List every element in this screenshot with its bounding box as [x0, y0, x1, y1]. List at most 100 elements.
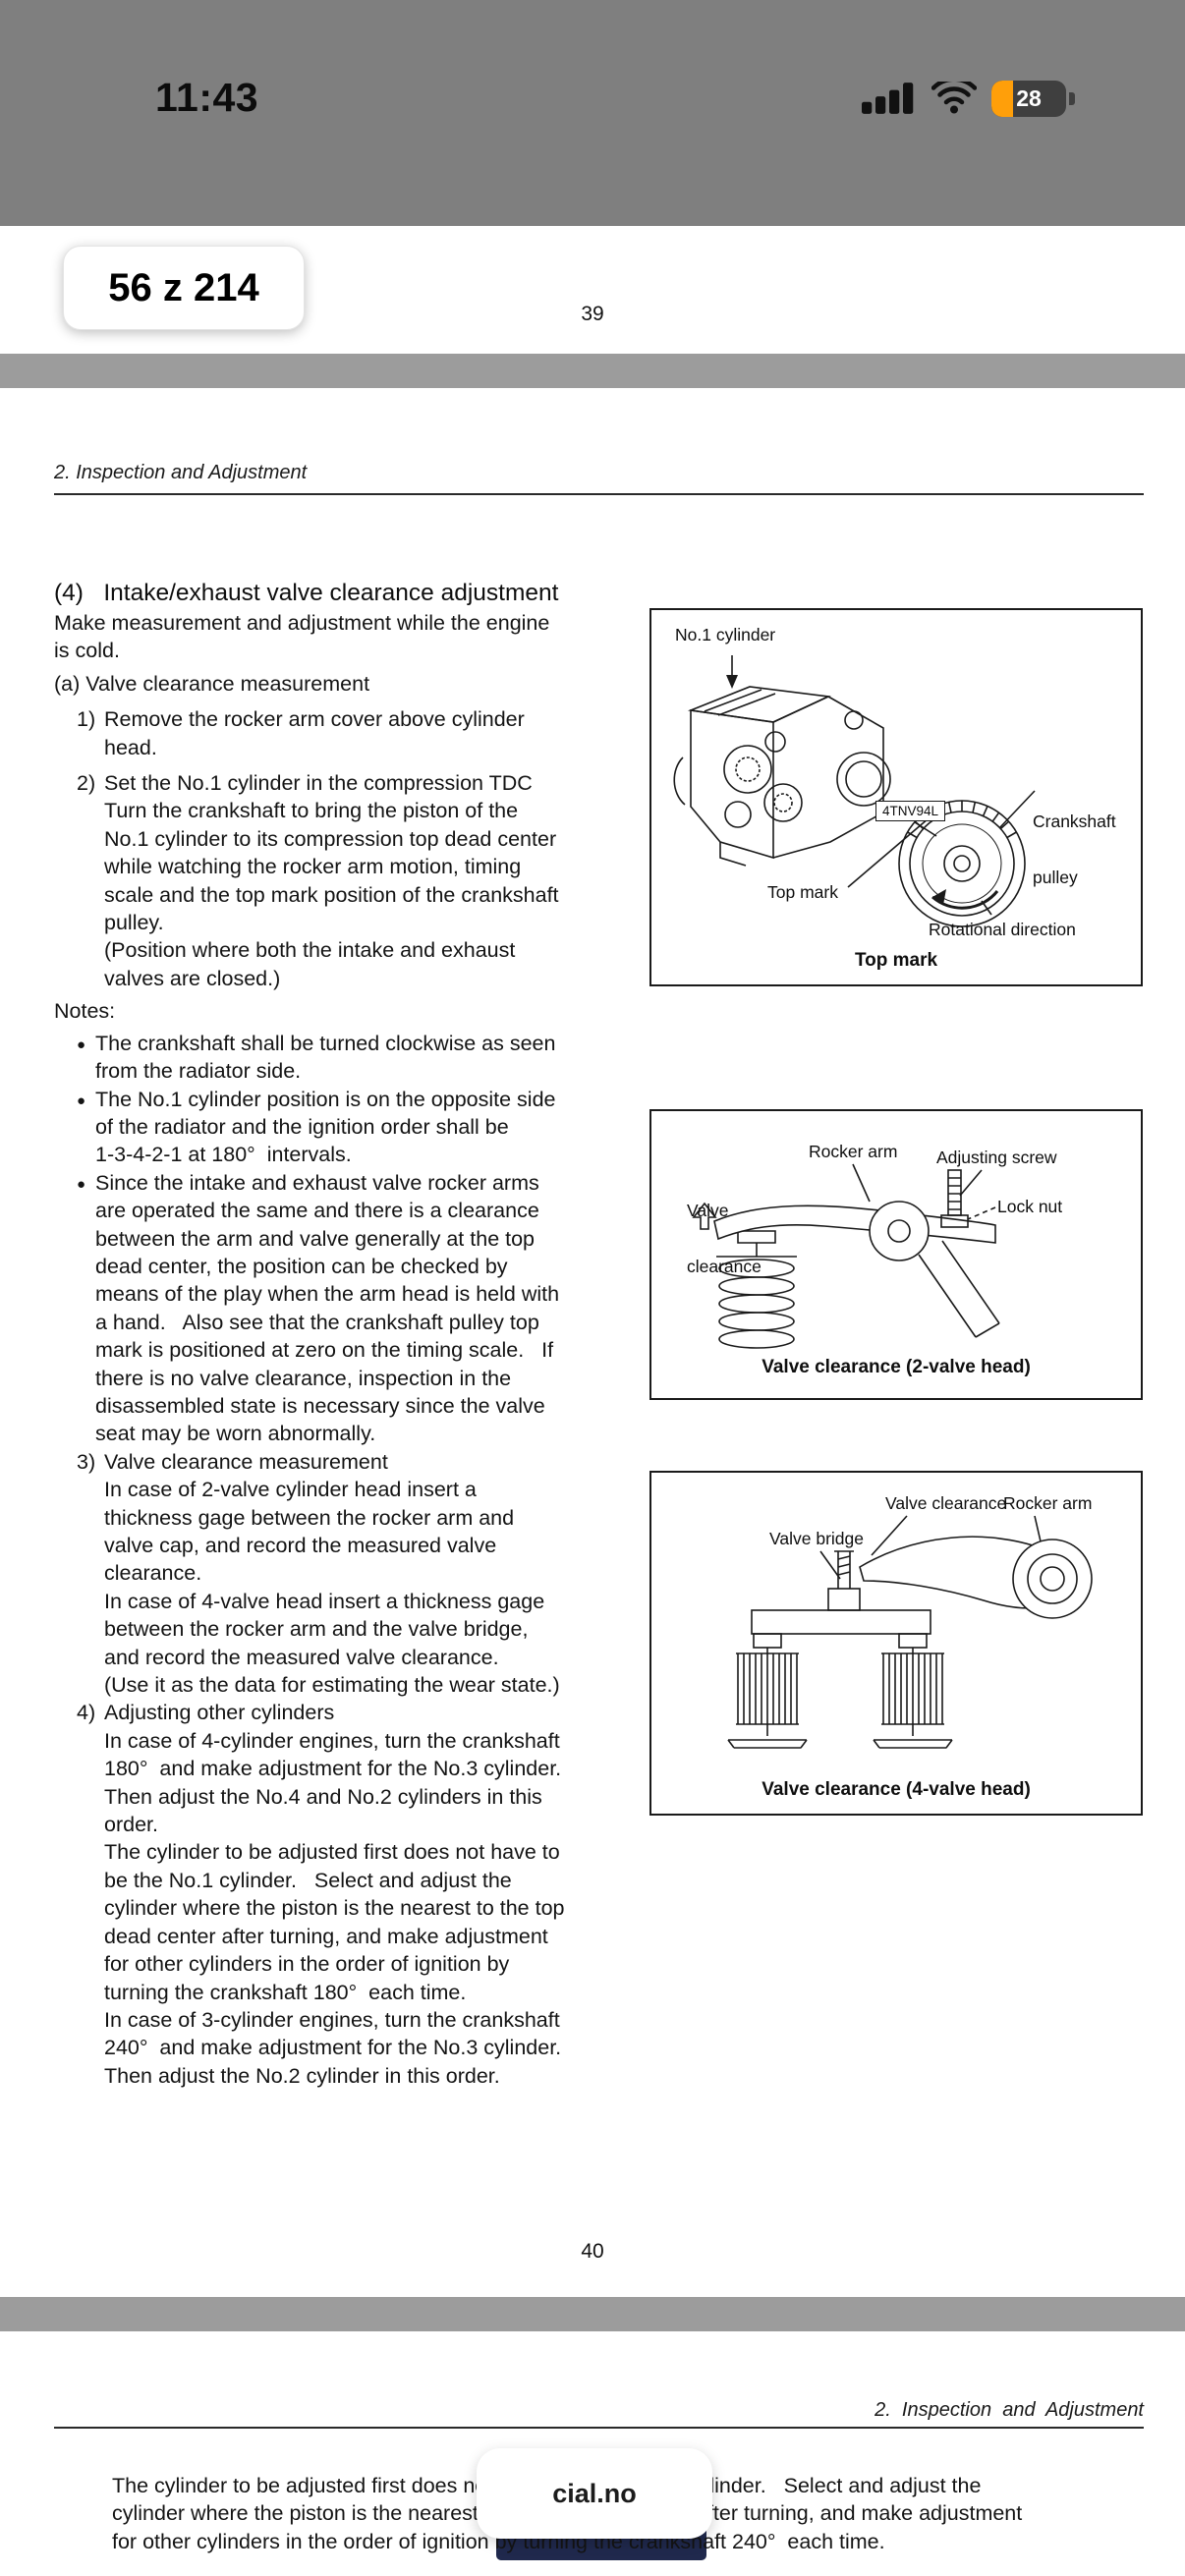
step-line: head.	[104, 735, 157, 759]
step-line: cylinder where the piston is the nearest…	[104, 1896, 565, 1921]
step-line: The cylinder to be adjusted first does n…	[104, 1840, 560, 1865]
step-line: Valve clearance measurement	[104, 1449, 388, 1474]
header-rule-next	[54, 2427, 1144, 2429]
note-line: from the radiator side.	[95, 1059, 302, 1084]
step-2-lines: Set the No.1 cylinder in the compression…	[104, 769, 565, 992]
page-indicator-chip[interactable]: 56 z 214	[63, 246, 305, 330]
page-number-39: 39	[581, 303, 604, 325]
step-line: for other cylinders in the order of igni…	[104, 1952, 510, 1977]
valve-clearance-4v-illustration	[727, 1515, 1093, 1749]
page-indicator-label: 56 z 214	[108, 265, 259, 309]
label-rotational-direction: Rotational direction	[929, 920, 1076, 939]
header-rule	[54, 493, 1144, 495]
note-line: 1-3-4-2-1 at 180° intervals.	[95, 1143, 352, 1167]
note-line: there is no valve clearance, inspection …	[95, 1366, 512, 1390]
label-valve-clearance: Valve clearance	[687, 1164, 762, 1314]
step-line: (Use it as the data for estimating the w…	[104, 1673, 560, 1698]
step-1-number: 1)	[77, 707, 96, 732]
step-line: scale and the top mark position of the c…	[104, 882, 559, 907]
battery-percent: 28	[1016, 84, 1042, 111]
notes-label: Notes:	[54, 999, 116, 1024]
step-line: In case of 4-valve head insert a thickne…	[104, 1589, 545, 1613]
step-line: while watching the rocker arm motion, ti…	[104, 855, 522, 879]
bullet-icon: ●	[77, 1092, 86, 1109]
note-1: ● The crankshaft shall be turned clockwi…	[77, 1030, 565, 1086]
note-line: of the radiator and the ignition order s…	[95, 1114, 509, 1139]
label-crankshaft-pulley: Crankshaft pulley	[1033, 775, 1116, 924]
figure-top-mark: No.1 cylinder 4TNV94L Crankshaft pulley …	[649, 608, 1143, 986]
step-line: turning the crankshaft 180° each time.	[104, 1980, 467, 2004]
step-line: Then adjust the No.2 cylinder in this or…	[104, 2063, 500, 2088]
step-4-number: 4)	[77, 1701, 96, 1725]
step-3-number: 3)	[77, 1449, 96, 1474]
ad-overlay-text: cial.no	[552, 2478, 637, 2508]
step-line: order.	[104, 1813, 158, 1837]
step-line: and record the measured valve clearance.	[104, 1645, 499, 1669]
label-valve-clearance: Valve clearance	[885, 1493, 1007, 1513]
page-number-40: 40	[581, 2240, 604, 2263]
note-line: dead center, the position can be checked…	[95, 1254, 508, 1278]
note-line: a hand. Also see that the crankshaft pul…	[95, 1310, 539, 1334]
step-line: dead center after turning, and make adju…	[104, 1924, 548, 1948]
note-line: The crankshaft shall be turned clockwise…	[95, 1031, 556, 1055]
step-line: In case of 4-cylinder engines, turn the …	[104, 1728, 560, 1753]
step-1: 1) Remove the rocker arm cover above cyl…	[77, 705, 565, 761]
label-rocker-arm: Rocker arm	[809, 1142, 898, 1161]
note-line: are operated the same and there is a cle…	[95, 1199, 539, 1223]
ad-overlay[interactable]: cial.no	[477, 2448, 712, 2539]
battery-fill	[991, 80, 1013, 117]
label-line: Valve	[687, 1201, 729, 1220]
note-2-lines: The No.1 cylinder position is on the opp…	[95, 1086, 565, 1169]
step-line: Set the No.1 cylinder in the compression…	[104, 771, 533, 796]
note-line: Since the intake and exhaust valve rocke…	[95, 1170, 539, 1195]
note-line: mark is positioned at zero on the timing…	[95, 1338, 554, 1363]
bullet-icon: ●	[77, 1175, 86, 1193]
figure-2-caption: Valve clearance (2-valve head)	[762, 1357, 1031, 1377]
status-time: 11:43	[155, 75, 259, 120]
step-3-lines: Valve clearance measurement In case of 2-…	[104, 1448, 565, 1700]
note-line: The No.1 cylinder position is on the opp…	[95, 1087, 556, 1111]
figure-valve-clearance-2v: Rocker arm Adjusting screw Valve clearan…	[649, 1109, 1143, 1400]
intro-paragraph: Make measurement and adjustment while th…	[54, 609, 565, 665]
step-line: (Position where both the intake and exha…	[104, 938, 516, 963]
step-line: 240° and make adjustment for the No.3 cy…	[104, 2036, 562, 2060]
label-lock-nut: Lock nut	[997, 1197, 1063, 1216]
valve-clearance-2v-illustration	[692, 1163, 1000, 1349]
note-3: ● Since the intake and exhaust valve roc…	[77, 1169, 565, 1448]
label-adjusting-screw: Adjusting screw	[936, 1148, 1057, 1167]
step-line: pulley.	[104, 911, 164, 935]
step-2-number: 2)	[77, 771, 96, 796]
step-line: valves are closed.)	[104, 966, 281, 990]
battery-icon: 28	[991, 80, 1066, 117]
running-header-next: 2. Inspection and Adjustment	[875, 2399, 1144, 2421]
intro-line: Make measurement and adjustment while th…	[54, 611, 550, 635]
step-line: Then adjust the No.4 and No.2 cylinders …	[104, 1784, 542, 1809]
status-bar: 11:43 28	[0, 0, 1185, 226]
label-line: Crankshaft	[1033, 812, 1116, 831]
label-valve-bridge: Valve bridge	[769, 1529, 864, 1548]
bullet-icon: ●	[77, 1036, 86, 1053]
step-line: thickness gage between the rocker arm an…	[104, 1505, 515, 1530]
label-rocker-arm: Rocker arm	[1003, 1493, 1093, 1513]
step-1-lines: Remove the rocker arm cover above cylind…	[104, 705, 565, 761]
step-2: 2) Set the No.1 cylinder in the compress…	[77, 769, 565, 992]
running-header: 2. Inspection and Adjustment	[54, 462, 308, 483]
figure-3-caption: Valve clearance (4-valve head)	[762, 1779, 1031, 1800]
para-line: for other cylinders in the order of igni…	[112, 2529, 885, 2553]
step-line: clearance.	[104, 1561, 202, 1586]
note-line: seat may be worn abnormally.	[95, 1422, 376, 1446]
engine-top-mark-illustration	[673, 655, 1036, 927]
note-3-lines: Since the intake and exhaust valve rocke…	[95, 1169, 565, 1448]
status-icons: 28	[862, 79, 1087, 118]
step-line: valve cap, and record the measured valve	[104, 1534, 497, 1557]
note-line: between the arm and valve generally at t…	[95, 1226, 536, 1251]
note-2: ● The No.1 cylinder position is on the o…	[77, 1086, 565, 1169]
page-gap-1	[0, 354, 1185, 388]
step-line: In case of 2-valve cylinder head insert …	[104, 1478, 477, 1502]
figure-valve-clearance-4v: Valve clearance Rocker arm Valve bridge …	[649, 1471, 1143, 1816]
battery-nub	[1069, 91, 1075, 105]
label-engine-model: 4TNV94L	[875, 801, 946, 821]
